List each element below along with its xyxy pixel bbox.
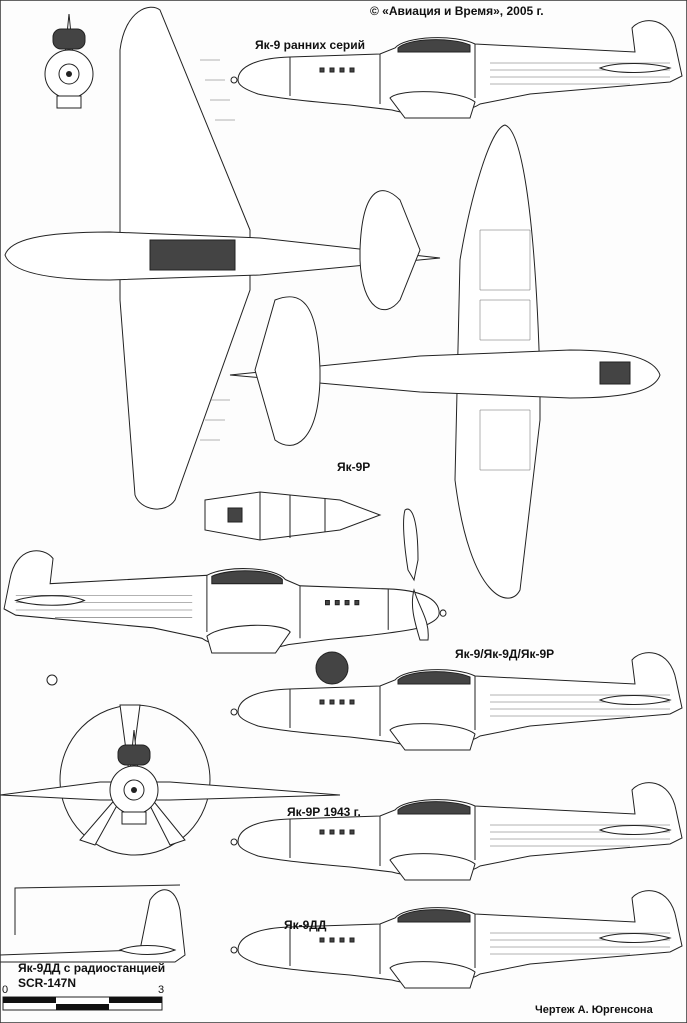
- label-yak9dd: Як-9ДД: [284, 918, 327, 932]
- scale-end: 3: [158, 984, 165, 996]
- front-view-early: [44, 13, 94, 109]
- side-view-yak9r: [3, 550, 447, 654]
- side-view-yak9dd: [230, 890, 683, 989]
- label-early-series: Як-9 ранних серий: [255, 38, 365, 52]
- label-yak9r-1943: Як-9Р 1943 г.: [287, 805, 361, 819]
- credit: Чертеж А. Юргенсона: [535, 1004, 653, 1016]
- scale-start: 0: [2, 984, 9, 996]
- plan-view-bottom: [229, 124, 661, 599]
- yak9r-top-detail: [204, 491, 382, 541]
- side-view-early-series: [230, 20, 683, 119]
- label-radio-model: SCR-147N: [18, 976, 77, 990]
- side-view-yak9-9d-9r: [230, 652, 683, 751]
- scale-bar: [2, 996, 163, 1011]
- copyright: © «Авиация и Время», 2005 г.: [370, 4, 544, 18]
- plan-view-top: [4, 6, 441, 510]
- front-view-propeller: [0, 704, 341, 856]
- label-yak9-9d-9r: Як-9/Як-9Д/Як-9Р: [455, 647, 555, 661]
- label-yak9r: Як-9Р: [337, 460, 371, 474]
- propeller-and-gear: [46, 508, 429, 686]
- side-view-yak9dd-radio: [0, 884, 186, 963]
- side-view-yak9r-1943: [230, 782, 683, 881]
- label-yak9dd-radio: Як-9ДД с радиостанцией: [18, 961, 166, 975]
